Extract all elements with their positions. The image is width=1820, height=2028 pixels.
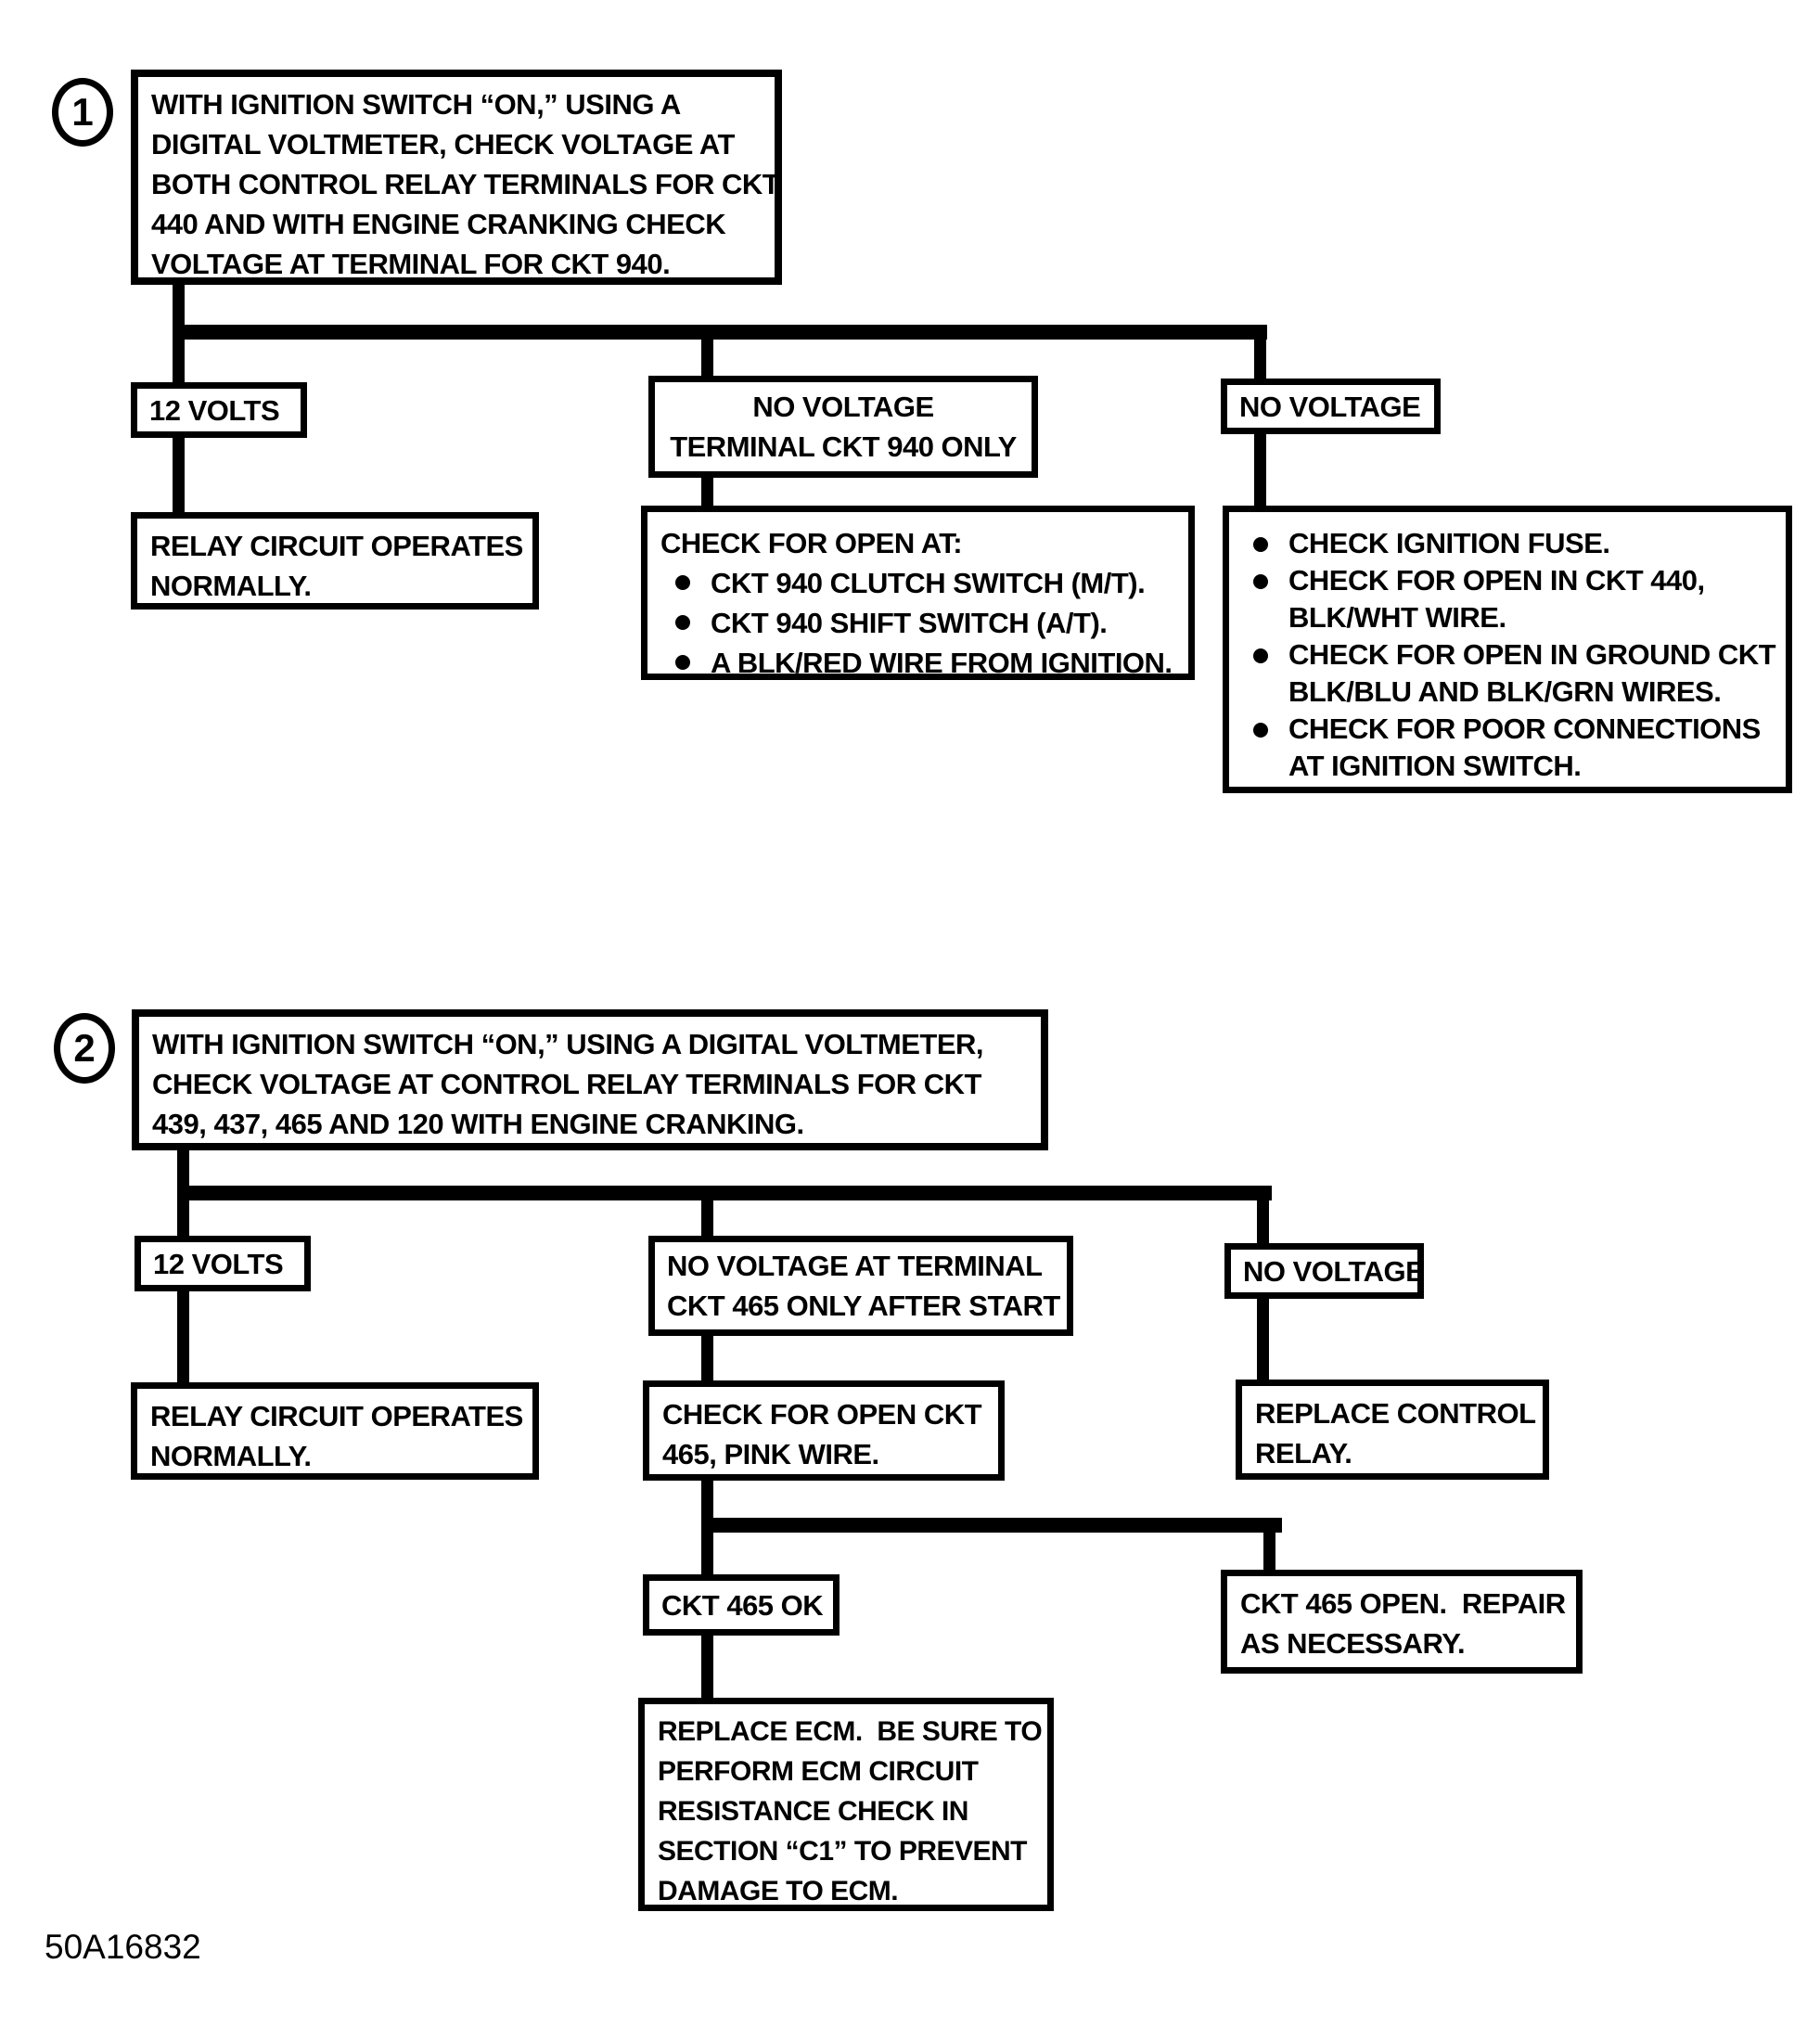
connector-drop	[701, 340, 713, 379]
bullet-icon	[1253, 648, 1268, 663]
bullet-text: CHECK FOR OPEN IN GROUND CKT BLK/BLU AND…	[1288, 638, 1776, 708]
s2-result-replace-ecm: REPLACE ECM. BE SURE TO PERFORM ECM CIRC…	[658, 1716, 1043, 1906]
bullet-icon	[675, 655, 690, 670]
s2-sub-ckt465-open-box: CKT 465 OPEN. REPAIR AS NECESSARY.	[1221, 1570, 1583, 1674]
s2-result-check-open-465-box: CHECK FOR OPEN CKT 465, PINK WIRE.	[643, 1380, 1005, 1481]
bullet-text: A BLK/RED WIRE FROM IGNITION.	[711, 647, 1173, 679]
bullet-item: CHECK FOR POOR CONNECTIONS AT IGNITION S…	[1238, 711, 1776, 785]
step1-number-badge: 1	[52, 78, 113, 147]
step2-number-badge: 2	[54, 1013, 115, 1084]
bullet-text: CHECK FOR POOR CONNECTIONS AT IGNITION S…	[1288, 712, 1761, 782]
bullet-text: CHECK IGNITION FUSE.	[1288, 527, 1610, 559]
bullet-item: CKT 940 SHIFT SWITCH (A/T).	[660, 603, 1175, 643]
s1-branch-ckt940-label: NO VOLTAGE TERMINAL CKT 940 ONLY	[670, 391, 1017, 463]
step2-process-box: WITH IGNITION SWITCH “ON,” USING A DIGIT…	[132, 1009, 1048, 1150]
s2-branch-12volts-label-box: 12 VOLTS	[135, 1236, 311, 1291]
connector	[1257, 1299, 1269, 1380]
figure-code: 50A16832	[45, 1928, 201, 1966]
connector-drop	[1257, 1200, 1269, 1243]
s1-branch-12volts-label: 12 VOLTS	[149, 393, 280, 427]
connector	[177, 1291, 189, 1382]
s2-sub-ckt465-ok-box: CKT 465 OK	[643, 1574, 840, 1636]
bullet-text: CHECK FOR OPEN IN CKT 440, BLK/WHT WIRE.	[1288, 564, 1705, 634]
s2-result-check-open-465: CHECK FOR OPEN CKT 465, PINK WIRE.	[662, 1398, 982, 1470]
step2-text: WITH IGNITION SWITCH “ON,” USING A DIGIT…	[152, 1028, 984, 1140]
connector-drop	[173, 340, 185, 384]
bullet-text: CKT 940 CLUTCH SWITCH (M/T).	[711, 567, 1146, 599]
connector	[701, 1336, 713, 1382]
s2-result-relay-normal-box: RELAY CIRCUIT OPERATES NORMALLY.	[131, 1382, 539, 1480]
step1-number: 1	[71, 90, 94, 134]
s1-result-ckt940-box: CHECK FOR OPEN AT: CKT 940 CLUTCH SWITCH…	[641, 506, 1195, 680]
bullet-item: CHECK FOR OPEN IN CKT 440, BLK/WHT WIRE.	[1238, 562, 1776, 636]
connector-bar	[173, 325, 1267, 340]
s1-result-relay-normal-box: RELAY CIRCUIT OPERATES NORMALLY.	[131, 512, 539, 610]
s2-branch-12volts-label: 12 VOLTS	[153, 1247, 284, 1280]
step2-number: 2	[73, 1026, 96, 1070]
s2-branch-ckt465-label-box: NO VOLTAGE AT TERMINAL CKT 465 ONLY AFTE…	[648, 1236, 1073, 1336]
connector-drop	[177, 1200, 189, 1238]
connector	[701, 1636, 713, 1698]
s1-branch-novoltage-label: NO VOLTAGE	[1239, 390, 1421, 423]
bullet-item: CHECK IGNITION FUSE.	[1238, 525, 1776, 562]
bullet-icon	[1253, 574, 1268, 589]
s2-sub-ckt465-open-label: CKT 465 OPEN. REPAIR AS NECESSARY.	[1240, 1587, 1566, 1660]
s1-result-ckt940-header: CHECK FOR OPEN AT:	[660, 527, 963, 559]
connector-drop	[1263, 1533, 1275, 1570]
connector-drop	[1254, 340, 1266, 380]
bullet-icon	[1253, 723, 1268, 738]
s2-result-replace-relay: REPLACE CONTROL RELAY.	[1255, 1397, 1536, 1470]
s1-result-novoltage-box: CHECK IGNITION FUSE. CHECK FOR OPEN IN C…	[1223, 506, 1792, 793]
s1-branch-12volts-label-box: 12 VOLTS	[131, 382, 307, 438]
bullet-icon	[675, 615, 690, 630]
connector	[701, 476, 713, 509]
bullet-icon	[675, 575, 690, 590]
s2-branch-novoltage-label: NO VOLTAGE	[1243, 1254, 1424, 1288]
s2-result-replace-relay-box: REPLACE CONTROL RELAY.	[1236, 1380, 1549, 1480]
s2-branch-ckt465-label: NO VOLTAGE AT TERMINAL CKT 465 ONLY AFTE…	[667, 1250, 1060, 1322]
connector-bar	[701, 1518, 1282, 1533]
s2-branch-novoltage-label-box: NO VOLTAGE	[1224, 1243, 1424, 1299]
connector-drop	[701, 1533, 713, 1574]
bullet-item: CKT 940 CLUTCH SWITCH (M/T).	[660, 563, 1175, 603]
s2-result-relay-normal: RELAY CIRCUIT OPERATES NORMALLY.	[150, 1400, 523, 1472]
connector-drop	[701, 1200, 713, 1238]
bullet-item: A BLK/RED WIRE FROM IGNITION.	[660, 643, 1175, 679]
connector	[1254, 432, 1266, 507]
s2-result-replace-ecm-box: REPLACE ECM. BE SURE TO PERFORM ECM CIRC…	[638, 1698, 1054, 1911]
step1-text: WITH IGNITION SWITCH “ON,” USING A DIGIT…	[151, 88, 780, 280]
connector-bar	[177, 1186, 1272, 1200]
connector	[173, 436, 185, 514]
s1-branch-novoltage-label-box: NO VOLTAGE	[1221, 379, 1441, 434]
bullet-icon	[1253, 537, 1268, 552]
step1-process-box: WITH IGNITION SWITCH “ON,” USING A DIGIT…	[131, 70, 782, 285]
s2-sub-ckt465-ok-label: CKT 465 OK	[661, 1588, 824, 1622]
s1-result-relay-normal: RELAY CIRCUIT OPERATES NORMALLY.	[150, 530, 523, 602]
s1-branch-ckt940-label-box: NO VOLTAGE TERMINAL CKT 940 ONLY	[648, 376, 1038, 478]
bullet-text: CKT 940 SHIFT SWITCH (A/T).	[711, 607, 1108, 639]
bullet-item: CHECK FOR OPEN IN GROUND CKT BLK/BLU AND…	[1238, 636, 1776, 711]
